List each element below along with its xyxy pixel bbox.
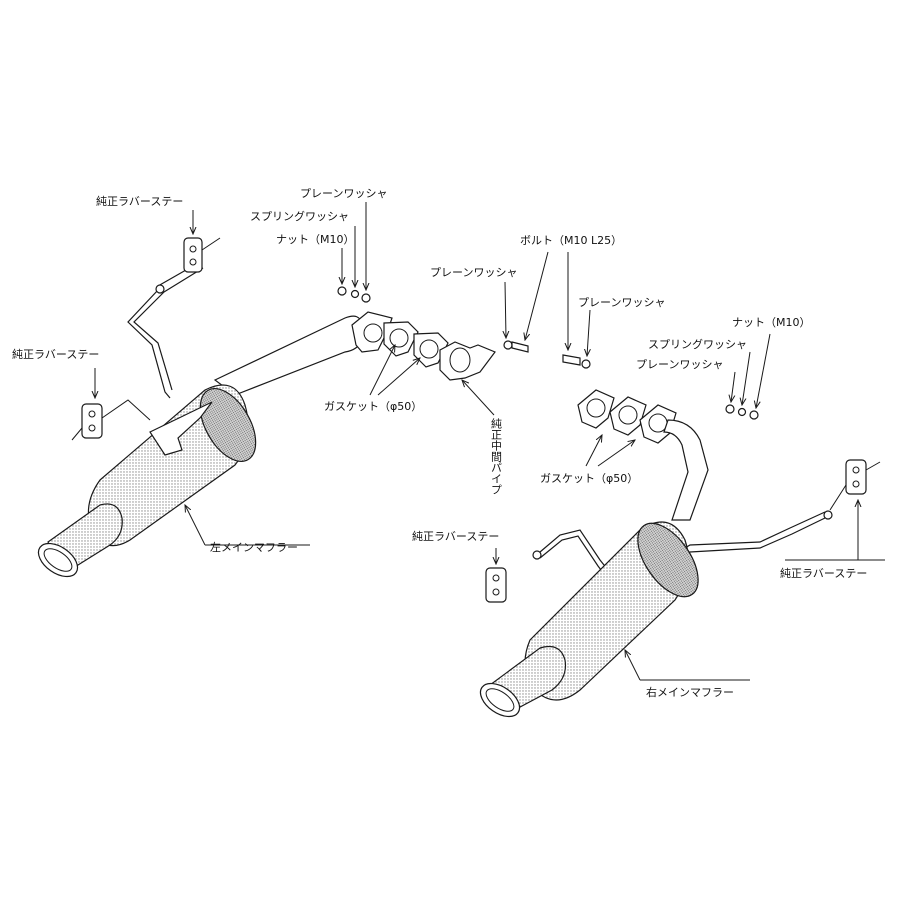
right-tailpipe-tip — [479, 682, 521, 718]
label-rubber-stay-4: 純正ラバーステー — [780, 567, 867, 580]
left-hanger-rod-end — [155, 284, 165, 294]
right-muffler-end-cap — [637, 522, 699, 598]
label-plain-washer-1: プレーンワッシャ — [300, 187, 387, 200]
left-inlet-pipe — [213, 315, 363, 396]
labels: 純正ラバーステー 純正ラバーステー プレーンワッシャ スプリングワッシャ ナット… — [12, 187, 867, 699]
bolt-m10-l25 — [562, 354, 581, 366]
gasket-left-1 — [383, 321, 419, 357]
plain-washer-center — [503, 340, 513, 350]
spring-washer-right — [737, 407, 747, 417]
label-gasket-1: ガスケット（φ50） — [324, 400, 422, 413]
label-nut-m10-2: ナット（M10） — [732, 316, 811, 329]
rubber-stay-left-top — [183, 237, 221, 273]
right-fasteners — [725, 404, 759, 420]
right-muffler-assembly — [479, 419, 833, 718]
label-plain-washer-4: プレーンワッシャ — [636, 358, 723, 371]
left-hanger-rod — [127, 261, 204, 399]
label-gasket-2: ガスケット（φ50） — [540, 472, 638, 485]
left-fasteners — [337, 286, 371, 303]
leader-arrows — [95, 202, 885, 681]
right-gaskets — [577, 389, 677, 444]
label-rubber-stay-2: 純正ラバーステー — [12, 348, 99, 361]
left-muffler-assembly — [37, 261, 393, 578]
right-inlet-pipe — [663, 419, 709, 521]
center-fasteners — [503, 340, 591, 369]
label-plain-washer-2: プレーンワッシャ — [430, 266, 517, 279]
label-plain-washer-3: プレーンワッシャ — [578, 296, 665, 309]
nut-m10-left — [337, 286, 347, 296]
plain-washer-right — [581, 359, 591, 369]
rubber-stay-left-mid — [71, 399, 151, 441]
label-bolt: ボルト（M10 L25） — [520, 234, 622, 247]
left-muffler-end-cap — [199, 388, 257, 462]
label-rubber-stay-3: 純正ラバーステー — [412, 530, 499, 543]
label-left-muffler: 左メインマフラー — [210, 541, 298, 554]
rubber-stay-right-bottom-left — [485, 567, 507, 603]
gasket-right-1 — [609, 396, 647, 436]
flange-right — [577, 389, 615, 429]
left-muffler-bracket — [149, 401, 213, 456]
label-rubber-stay-1: 純正ラバーステー — [96, 195, 183, 208]
label-nut-m10-1: ナット（M10） — [276, 233, 355, 246]
label-right-muffler: 右メインマフラー — [646, 685, 734, 699]
mid-pipe-stub — [439, 341, 496, 381]
label-mid-pipe: 純正中間パイプ — [490, 418, 503, 495]
rubber-stay-right — [829, 459, 881, 511]
bolt-center — [511, 341, 529, 353]
left-pipe-flange — [351, 311, 393, 353]
label-spring-washer-2: スプリングワッシャ — [648, 337, 747, 351]
left-gaskets — [383, 321, 449, 368]
label-spring-washer-1: スプリングワッシャ — [250, 209, 349, 223]
plain-washer-right-2 — [725, 404, 735, 414]
spring-washer-left — [350, 289, 360, 299]
right-hanger-rod-end — [823, 510, 833, 520]
plain-washer-left — [361, 293, 371, 303]
left-tailpipe-tip — [37, 542, 79, 578]
nut-m10-right — [749, 410, 759, 420]
